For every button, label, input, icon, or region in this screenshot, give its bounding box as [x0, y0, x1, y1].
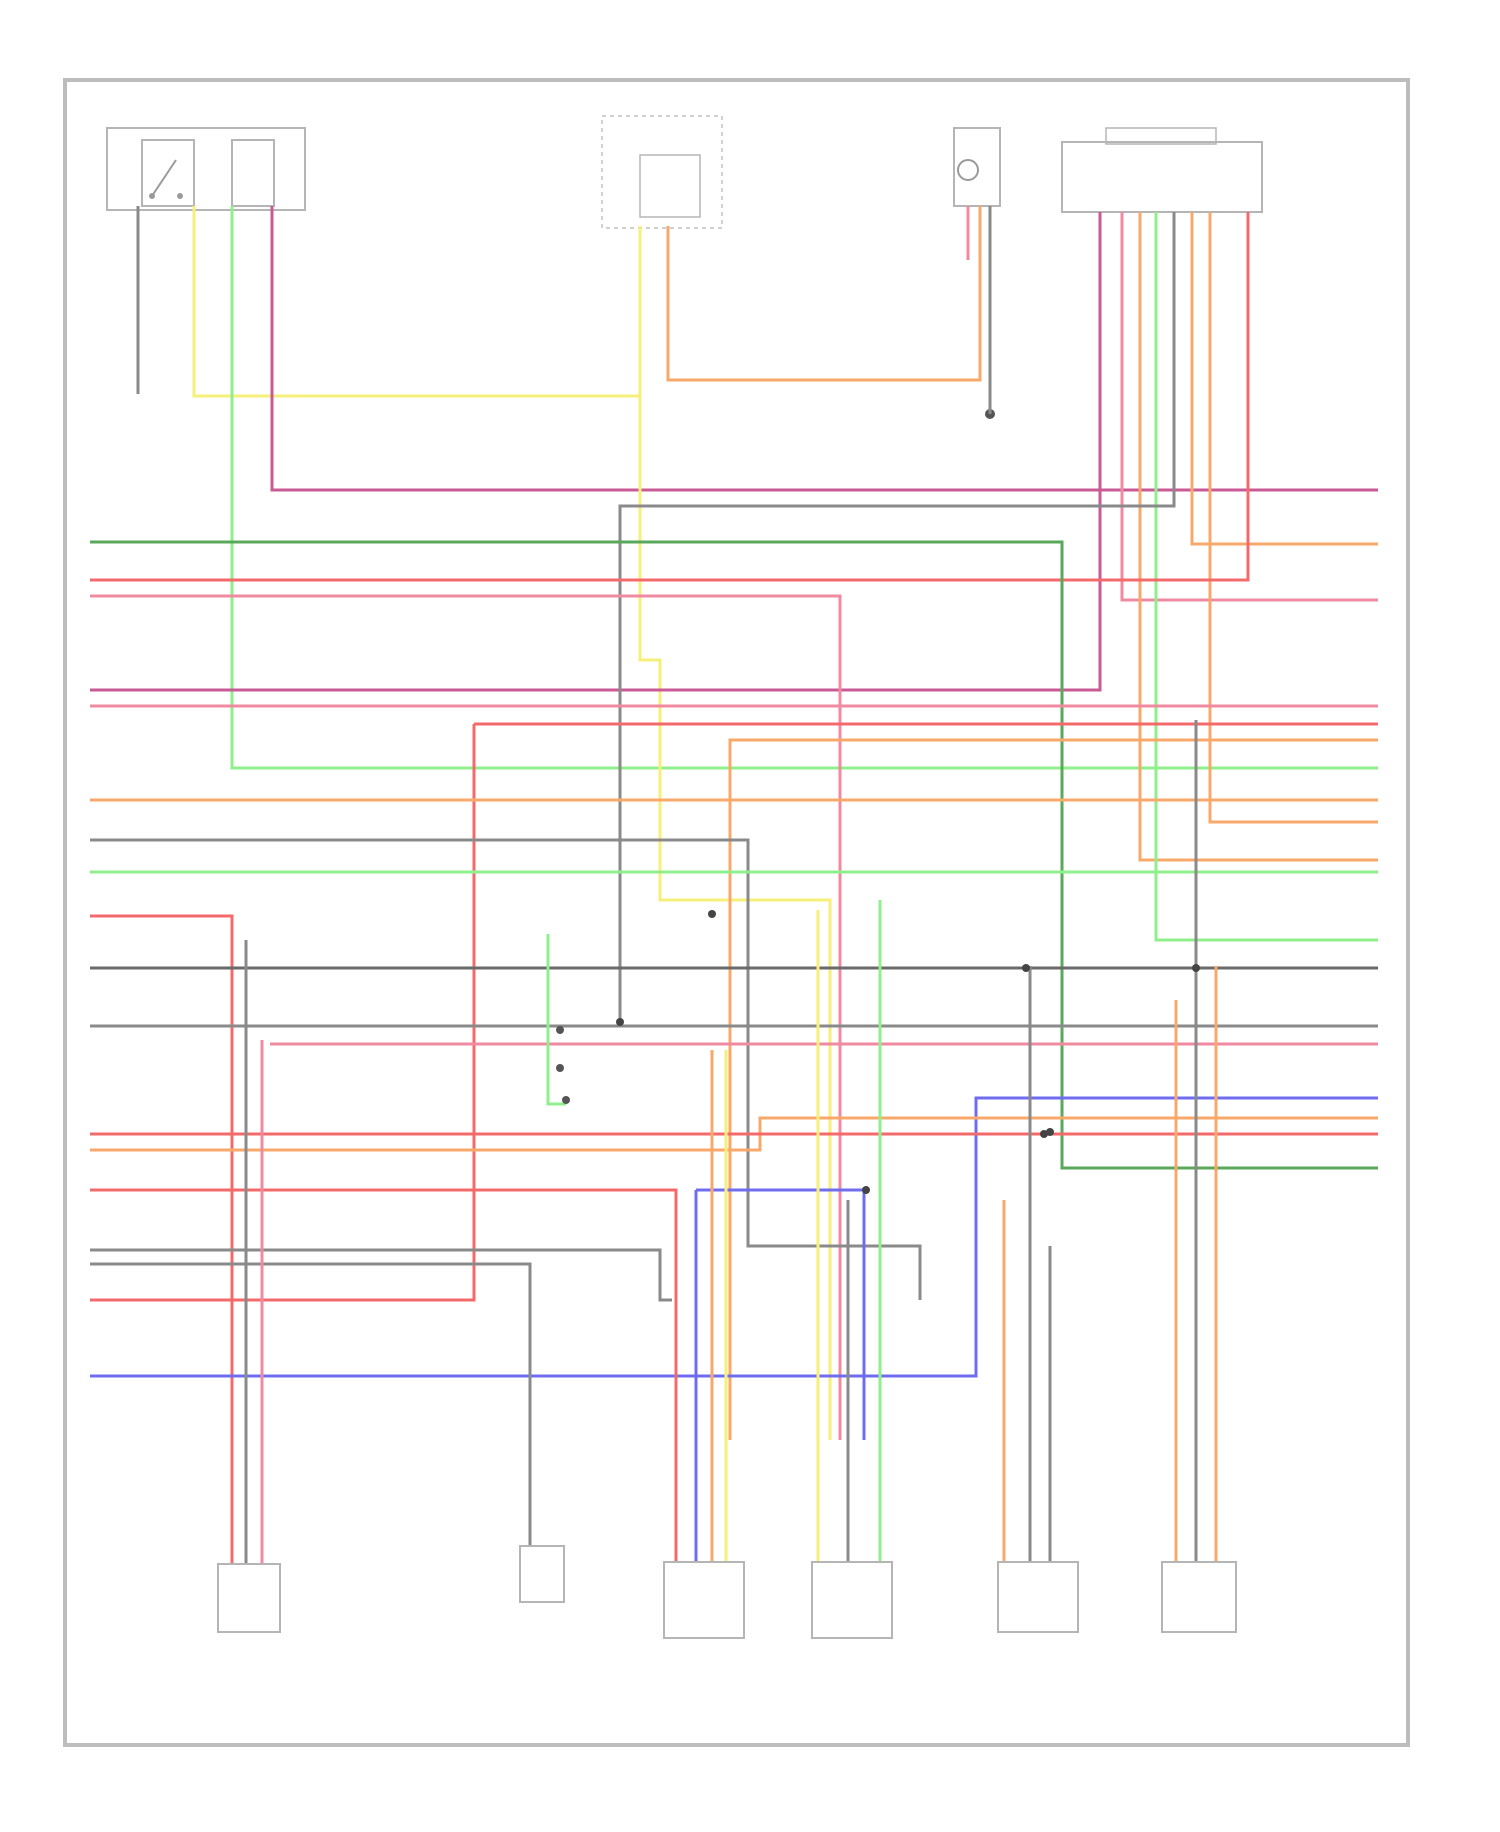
switch-assembly — [107, 128, 305, 210]
splice-dot-0 — [708, 910, 716, 918]
wire-h-green3 — [548, 934, 566, 1104]
bottom-component-2 — [520, 1546, 564, 1602]
connector-block — [1062, 128, 1262, 212]
wire-h-orange — [730, 740, 1378, 1440]
wire-conn-orange1 — [1140, 212, 1378, 860]
wire-h-gray — [90, 840, 920, 1300]
bottom-component-3 — [664, 1562, 744, 1638]
wire-conn-orange2 — [1192, 212, 1378, 544]
wire-h-red3 — [90, 916, 232, 1564]
splice-dot-5 — [862, 1186, 870, 1194]
diagram-frame — [65, 80, 1408, 1745]
sensor-unit — [954, 128, 1000, 206]
wire-conn-magenta — [90, 212, 1100, 690]
wires — [90, 206, 1378, 1564]
bottom-component-1 — [218, 1564, 280, 1632]
bottom-component-4 — [812, 1562, 892, 1638]
wire-ctrl-yellow — [640, 226, 830, 1440]
wire-h-gray4 — [90, 1264, 530, 1546]
wire-h-gray3 — [90, 1250, 672, 1300]
wire-conn-orange3 — [1210, 212, 1378, 822]
wire-switch-yellow — [194, 206, 640, 396]
splice-dot-6 — [616, 1018, 624, 1026]
wire-switch-green — [232, 206, 1378, 768]
splice-dot-2 — [1192, 964, 1200, 972]
splice-dot-4 — [1046, 1128, 1054, 1136]
junction-box — [556, 1026, 570, 1104]
wire-ctrl-orange — [668, 226, 980, 380]
wire-h-red5 — [90, 1190, 676, 1440]
bottom-component-5 — [998, 1562, 1078, 1632]
splice-dot-1 — [1022, 964, 1030, 972]
wire-conn-pink — [1122, 212, 1378, 600]
wire-switch-magenta — [272, 206, 1378, 490]
control-unit — [602, 116, 722, 228]
wire-h-blue — [90, 1098, 1378, 1376]
wire-h-red-down — [90, 724, 474, 1300]
wire-h-darkgreen — [90, 542, 1378, 1168]
bottom-component-6 — [1162, 1562, 1236, 1632]
wire-conn-green — [1156, 212, 1378, 940]
